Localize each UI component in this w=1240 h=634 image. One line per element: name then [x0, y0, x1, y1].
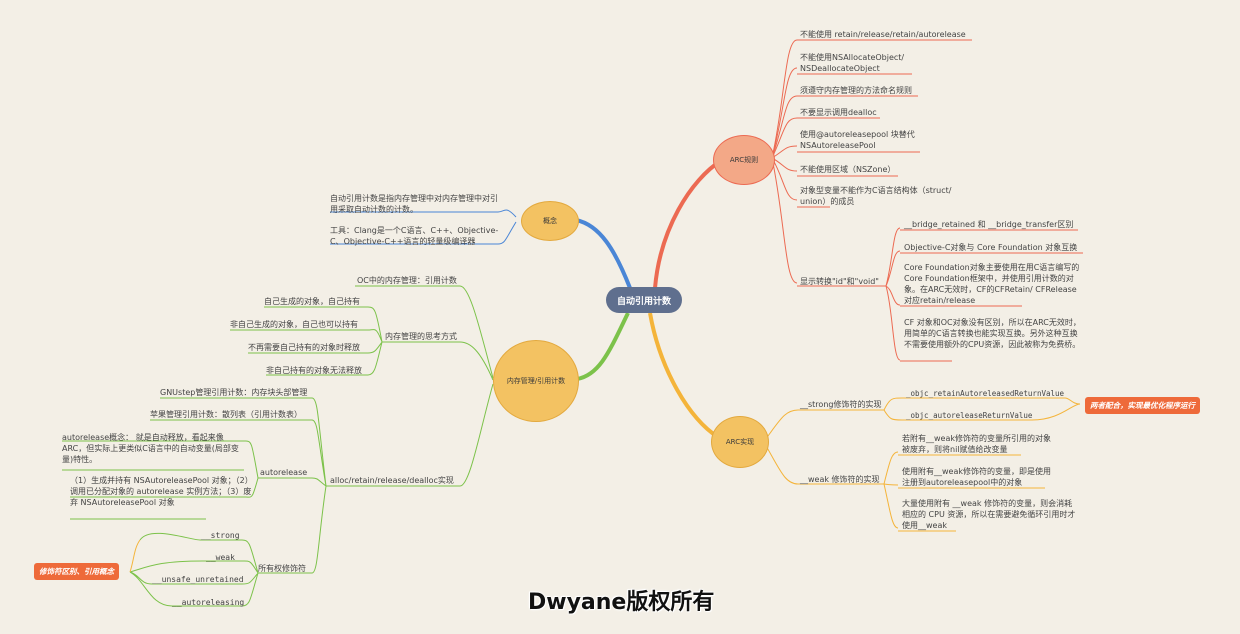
bridge-item: CF 对象和OC对象没有区别，所以在ARC无效时，用简单的C语言转换也能实现互换…: [904, 318, 1081, 349]
node-arc-rules[interactable]: ARC规则: [713, 135, 775, 185]
ownership-tag: 修饰符区别、引用概念: [34, 563, 119, 580]
node-arc-impl[interactable]: ARC实现: [711, 416, 769, 468]
strong-item: _objc_autoreleaseReturnValue: [906, 411, 1033, 420]
rule-item: 不能使用 retain/release/retain/autorelease: [800, 30, 966, 39]
memory-think: 内存管理的思考方式: [385, 332, 457, 341]
rule-item: 使用@autoreleasepool 块替代 NSAutoreleasePool: [800, 130, 915, 150]
impl-apple: 苹果管理引用计数：散列表（引用计数表）: [150, 410, 302, 419]
rule-item: 须遵守内存管理的方法命名规则: [800, 86, 912, 95]
weak-impl: __weak 修饰符的实现: [800, 475, 880, 484]
memory-impl: alloc/retain/release/dealloc实现: [330, 476, 454, 485]
rule-item: 不能使用NSAllocateObject/ NSDeallocateObject: [800, 53, 905, 73]
bridge-item: Core Foundation对象主要使用在用C语言编写的Core Founda…: [904, 263, 1080, 305]
think-item: 非自己生成的对象，自己也可以持有: [230, 320, 358, 329]
strong-item: _objc_retainAutoreleasedReturnValue: [906, 389, 1065, 398]
bridge-item: Objective-C对象与 Core Foundation 对象互换: [904, 243, 1078, 252]
node-concept[interactable]: 概念: [521, 201, 579, 241]
autorelease-item: （1）生成并持有 NSAutoreleasePool 对象；（2）调用已分配对象…: [70, 476, 252, 507]
ownership-item: __strong: [201, 531, 240, 540]
weak-item: 使用附有__weak修饰符的变量，即是使用注册到autoreleasepool中…: [902, 467, 1051, 487]
autorelease-item: autorelease概念： 就是自动释放，看起来像ARC，但实际上更类似C语言…: [62, 433, 239, 464]
rule-item: 不要显示调用dealloc: [800, 108, 877, 117]
memory-oc: OC中的内存管理：引用计数: [357, 276, 457, 285]
ownership-item: __weak: [206, 553, 235, 562]
node-memory[interactable]: 内存管理/引用计数: [493, 340, 579, 422]
bridge-item: __bridge_retained 和 __bridge_transfer区别: [904, 220, 1074, 229]
rule-item: 对象型变量不能作为C语言结构体（struct/ union）的成员: [800, 186, 952, 206]
impl-autorelease: autorelease: [260, 468, 308, 477]
think-item: 自己生成的对象，自己持有: [264, 297, 360, 306]
strong-impl: __strong修饰符的实现: [800, 400, 882, 409]
concept-item: 工具：Clang是一个C语言、C++、Objective-C、Objective…: [330, 226, 499, 246]
concept-item: 自动引用计数是指内存管理中对内存管理中对引用采取自动计数的计数。: [330, 194, 498, 214]
watermark: Dwyane版权所有: [528, 590, 715, 615]
ownership-item: __unsafe_unretained: [152, 575, 244, 584]
impl-gnustep: GNUstep管理引用计数：内存块头部管理: [160, 388, 308, 397]
rule-item-bridge: 显示转换"id"和"void": [800, 277, 879, 286]
impl-ownership: 所有权修饰符: [258, 564, 306, 573]
weak-item: 大量使用附有 __weak 修饰符的变量，则会消耗相应的 CPU 资源，所以在需…: [902, 499, 1076, 530]
think-item: 不再需要自己持有的对象时释放: [248, 343, 360, 352]
strong-tag: 两者配合，实现最优化程序运行: [1085, 397, 1200, 414]
ownership-item: __autoreleasing: [172, 598, 245, 607]
weak-item: 若附有__weak修饰符的变量所引用的对象被废弃，则将nil赋值给改变量: [902, 434, 1051, 454]
rule-item: 不能使用区域（NSZone）: [800, 165, 896, 174]
think-item: 非自己持有的对象无法释放: [266, 366, 362, 375]
root-node[interactable]: 自动引用计数: [606, 287, 682, 313]
